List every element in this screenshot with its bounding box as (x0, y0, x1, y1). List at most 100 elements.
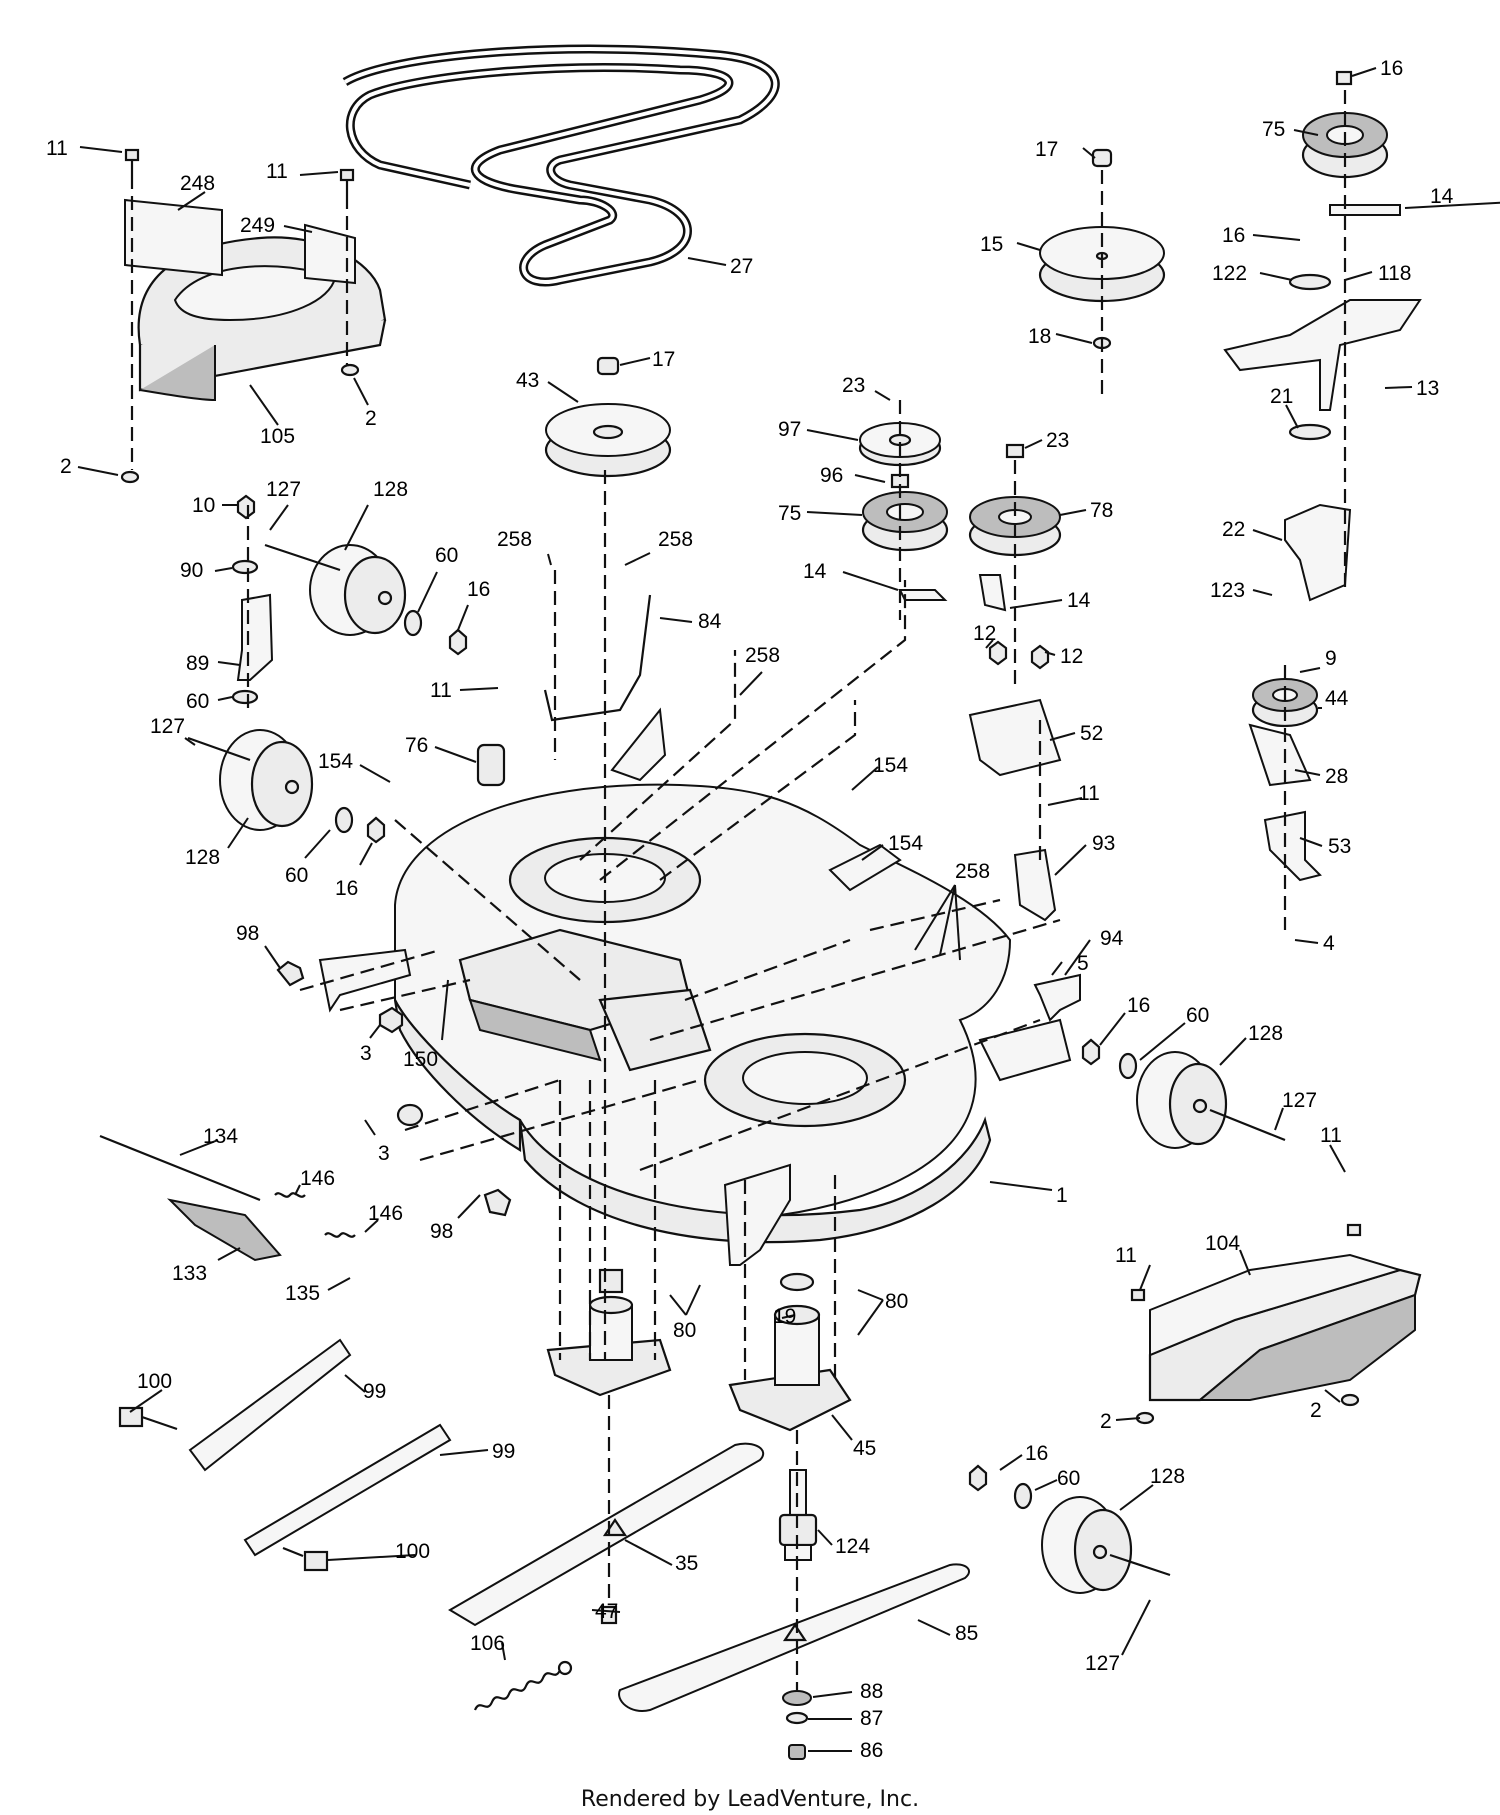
callout-28: 28 (1325, 765, 1348, 788)
callout-89: 89 (186, 652, 209, 675)
callout-27: 27 (730, 255, 753, 278)
callout-11: 11 (430, 679, 452, 702)
callout-13: 13 (1416, 377, 1439, 400)
callout-150: 150 (403, 1048, 438, 1071)
callout-104: 104 (1205, 1232, 1240, 1255)
spindle-assembly-left (546, 1268, 672, 1397)
callout-3: 3 (360, 1042, 372, 1065)
callout-154: 154 (318, 750, 353, 773)
callout-16: 16 (1380, 57, 1403, 80)
callout-60: 60 (186, 690, 209, 713)
callout-16: 16 (1025, 1442, 1048, 1465)
callout-23: 23 (842, 374, 865, 397)
idler-pulley-75-mid (861, 491, 949, 601)
callout-258: 258 (955, 860, 990, 883)
blade-85 (618, 1563, 970, 1712)
callout-80: 80 (885, 1290, 908, 1313)
bracket-249 (304, 223, 356, 285)
footer-credit: Rendered by LeadVenture, Inc. (581, 1787, 919, 1812)
callout-127: 127 (1085, 1652, 1120, 1675)
callout-16: 16 (1222, 224, 1245, 247)
callout-11: 11 (1115, 1244, 1137, 1267)
callout-258: 258 (658, 528, 693, 551)
belt-27 (342, 44, 780, 287)
callout-96: 96 (820, 464, 843, 487)
callout-258: 258 (745, 644, 780, 667)
callout-15: 15 (980, 233, 1003, 256)
callout-249: 249 (240, 214, 275, 237)
callout-60: 60 (435, 544, 458, 567)
callout-11: 11 (46, 137, 68, 160)
callout-98: 98 (236, 922, 259, 945)
callout-14: 14 (803, 560, 827, 583)
callout-2: 2 (1310, 1399, 1322, 1422)
callout-60: 60 (1186, 1004, 1209, 1027)
callout-78: 78 (1090, 499, 1113, 522)
callout-123: 123 (1210, 579, 1245, 602)
callout-154: 154 (873, 754, 908, 777)
diagram-parts (99, 44, 1422, 1760)
callout-11: 11 (1078, 782, 1100, 805)
callout-97: 97 (778, 418, 801, 441)
callout-52: 52 (1080, 722, 1103, 745)
callout-128: 128 (1150, 1465, 1185, 1488)
callout-127: 127 (266, 478, 301, 501)
callout-85: 85 (955, 1622, 978, 1645)
hardware-misc (231, 494, 1050, 1217)
gauge-wheel-128-mid-left (187, 729, 386, 844)
leader-lines (77, 67, 1500, 1752)
callout-16: 16 (467, 578, 490, 601)
callout-22: 22 (1222, 518, 1245, 541)
callout-146: 146 (368, 1202, 403, 1225)
callout-14: 14 (1430, 185, 1454, 208)
callout-146: 146 (300, 1167, 335, 1190)
assembly-lines (130, 90, 1347, 1690)
callout-154: 154 (888, 832, 923, 855)
callout-labels: 11 248 11 249 27 105 2 2 43 17 17 15 18 … (46, 57, 1454, 1762)
callout-3: 3 (378, 1142, 390, 1165)
callout-5: 5 (1077, 952, 1089, 975)
callout-2: 2 (1100, 1410, 1112, 1433)
callout-16: 16 (1127, 994, 1150, 1017)
callout-60: 60 (285, 864, 308, 887)
callout-124: 124 (835, 1535, 870, 1558)
callout-133: 133 (172, 1262, 207, 1285)
callout-23: 23 (1046, 429, 1069, 452)
callout-2: 2 (365, 407, 377, 430)
callout-100: 100 (137, 1370, 172, 1393)
callout-122: 122 (1212, 262, 1247, 285)
callout-127: 127 (150, 715, 185, 738)
gauge-wheel-128-lower-right (968, 1464, 1171, 1594)
callout-35: 35 (675, 1552, 698, 1575)
blade-35 (448, 1442, 765, 1627)
callout-16: 16 (335, 877, 358, 900)
washer-88 (782, 1690, 812, 1706)
spring-106 (473, 1660, 573, 1711)
callout-17: 17 (1035, 138, 1058, 161)
callout-11: 11 (266, 160, 288, 183)
callout-11: 11 (1320, 1124, 1342, 1147)
idler-arm-118 (1223, 204, 1422, 602)
callout-17: 17 (652, 348, 675, 371)
gauge-wheel-128-upper-left (264, 543, 468, 656)
callout-98: 98 (430, 1220, 453, 1243)
callout-128: 128 (1248, 1022, 1283, 1045)
callout-100: 100 (395, 1540, 430, 1563)
callout-76: 76 (405, 734, 428, 757)
callout-94: 94 (1100, 927, 1124, 950)
callout-93: 93 (1092, 832, 1115, 855)
callout-12: 12 (1060, 645, 1083, 668)
bracket-28 (1248, 723, 1312, 787)
gauge-wheel-128-mid-right (1081, 1038, 1286, 1149)
bracket-94 (1033, 973, 1081, 1022)
callout-127: 127 (1282, 1089, 1317, 1112)
callout-19: 19 (773, 1305, 796, 1328)
callout-18: 18 (1028, 325, 1051, 348)
callout-44: 44 (1325, 687, 1349, 710)
pulley-43 (544, 356, 672, 478)
callout-2: 2 (60, 455, 72, 478)
callout-80: 80 (673, 1319, 696, 1342)
callout-86: 86 (860, 1739, 883, 1762)
callout-4: 4 (1323, 932, 1335, 955)
